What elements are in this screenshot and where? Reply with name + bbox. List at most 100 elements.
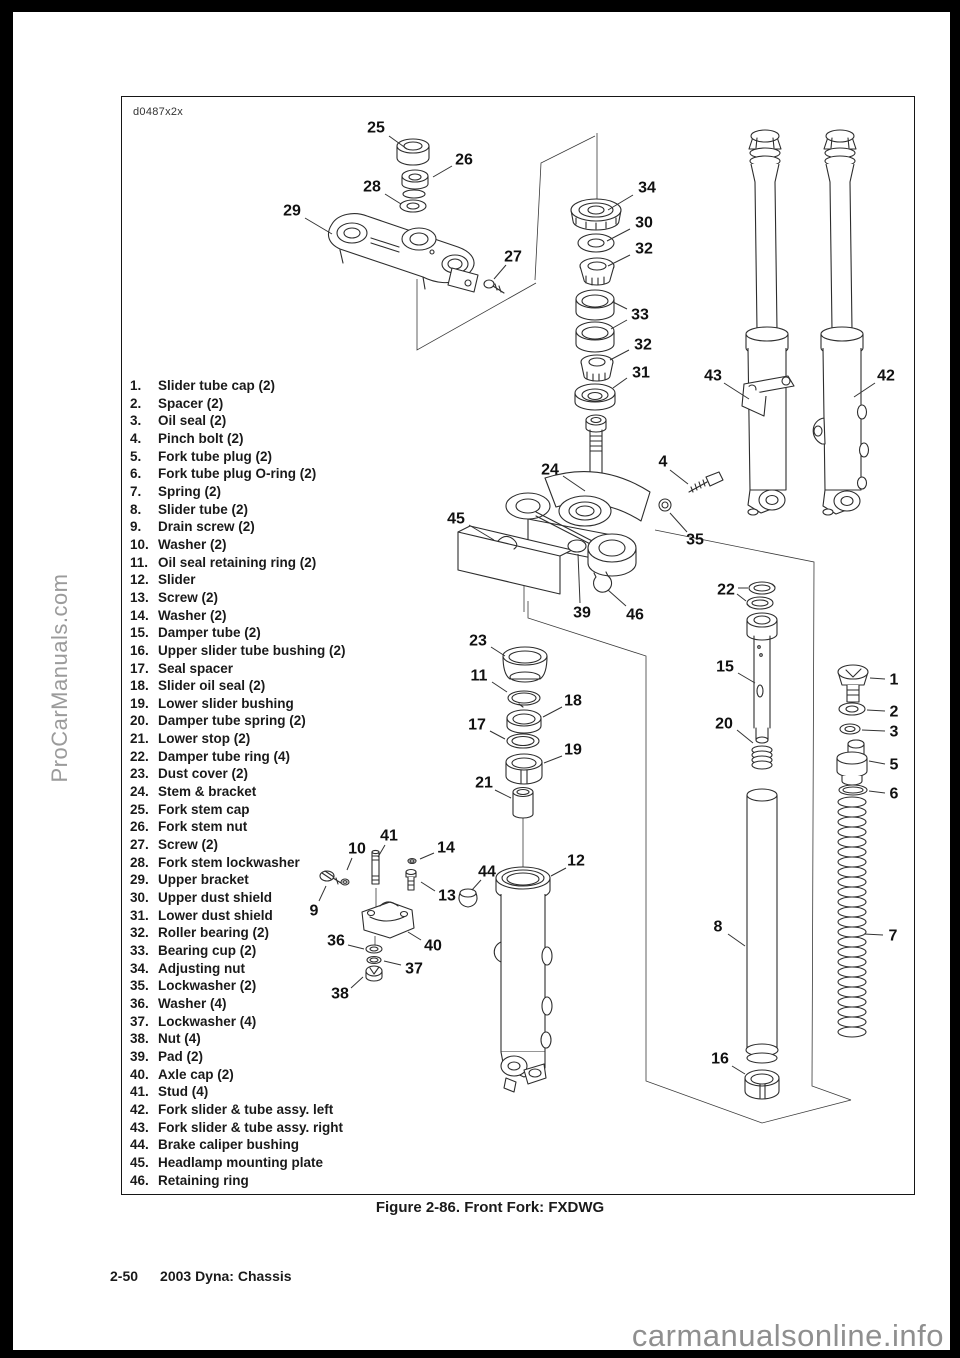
part-slider-tube (744, 788, 780, 1100)
parts-list-item: 13.Screw (2) (130, 589, 219, 605)
callout-number: 28 (363, 179, 381, 196)
callout-number: 17 (468, 717, 486, 734)
parts-list-item: 43.Fork slider & tube assy. right (130, 1119, 344, 1135)
callout-number: 38 (331, 986, 349, 1003)
parts-list-item: 40.Axle cap (2) (130, 1066, 234, 1082)
callout-leader (468, 524, 495, 541)
callout-leader (853, 382, 876, 398)
parts-list-item: 4.Pinch bolt (2) (130, 430, 244, 446)
part-damper-tube-group (746, 581, 778, 770)
callout-leader (669, 512, 688, 533)
callout-number: 21 (475, 775, 493, 792)
parts-list-item: 6.Fork tube plug O-ring (2) (130, 466, 317, 482)
callout-leader (542, 706, 563, 718)
callout-number: 20 (715, 716, 733, 733)
figure-caption: Figure 2-86. Front Fork: FXDWG (375, 1199, 605, 1216)
callout-leader (577, 553, 581, 604)
callout-leader (607, 589, 627, 607)
parts-list-item: 33.Bearing cup (2) (130, 943, 257, 958)
callout-leader (861, 729, 886, 732)
watermark-bottom: carmanualsonline.info (631, 1318, 944, 1353)
callout-leader (490, 646, 506, 657)
callout-leader (383, 960, 402, 966)
parts-list: 1.Slider tube cap (2)2.Spacer (2)3.Oil s… (130, 377, 346, 1189)
callout-leader (607, 194, 634, 211)
callout-leader (420, 881, 436, 892)
callout-leader (471, 879, 482, 891)
callout-number: 12 (567, 853, 585, 870)
callout-leader (669, 469, 689, 485)
parts-list-item: 7.Spring (2) (130, 483, 221, 499)
callout-leader (562, 475, 586, 492)
parts-list-item: 22.Damper tube ring (4) (130, 748, 291, 764)
callout-leader (610, 319, 628, 330)
callout-leader (612, 377, 628, 389)
callout-leader (866, 709, 886, 712)
callout-leader (868, 760, 886, 765)
callout-leader (736, 729, 754, 744)
callout-leader (737, 672, 756, 684)
parts-list-item: 28.Fork stem lockwasher (130, 854, 300, 870)
part-stem-bearing-stack (570, 198, 622, 411)
parts-list-item: 10.Washer (2) (130, 536, 227, 552)
parts-list-item: 25.Fork stem cap (130, 801, 250, 817)
parts-list-item: 30.Upper dust shield (130, 890, 273, 906)
part-axle-hardware (319, 849, 478, 982)
callout-leader (346, 857, 353, 871)
parts-list-item: 42.Fork slider & tube assy. left (130, 1101, 334, 1117)
callout-leader (377, 844, 386, 858)
callout-number: 16 (711, 1051, 729, 1068)
callout-leader (304, 217, 333, 235)
parts-list-item: 1.Slider tube cap (2) (130, 378, 276, 393)
part-spring (837, 796, 867, 1038)
callout-leader (609, 349, 630, 361)
callout-number: 19 (564, 742, 582, 759)
parts-list-item: 2.Spacer (2) (130, 395, 224, 411)
callout-number: 3 (890, 724, 899, 741)
parts-list-item: 27.Screw (2) (130, 837, 219, 853)
callout-leader (491, 681, 508, 693)
parts-list-item: 26.Fork stem nut (130, 819, 248, 835)
callout-number: 18 (564, 693, 582, 710)
callout-leader (543, 755, 563, 764)
callout-leader (612, 301, 628, 310)
scan-border-right (950, 0, 960, 1358)
callout-number: 33 (631, 307, 649, 324)
parts-list-item: 18.Slider oil seal (2) (130, 678, 266, 694)
callout-leader (723, 382, 750, 400)
callout-leader (736, 593, 747, 602)
parts-list-item: 35.Lockwasher (2) (130, 978, 257, 994)
callout-leader (606, 228, 631, 242)
callout-leader (318, 885, 327, 902)
callout-number: 40 (424, 938, 442, 955)
callout-number: 41 (380, 828, 398, 845)
parts-list-item: 21.Lower stop (2) (130, 731, 251, 747)
part-slider-seal-stack (502, 646, 548, 819)
part-fork-assy-left (812, 129, 870, 516)
callout-number: 30 (635, 215, 653, 232)
parts-list-item: 15.Damper tube (2) (130, 625, 261, 641)
parts-list-item: 5.Fork tube plug (2) (130, 448, 272, 464)
parts-list-item: 37.Lockwasher (4) (130, 1013, 257, 1029)
parts-list-item: 24.Stem & bracket (130, 784, 257, 800)
callout-number: 43 (704, 368, 722, 385)
parts-list-item: 20.Damper tube spring (2) (130, 713, 306, 729)
callout-number: 5 (890, 757, 899, 774)
callout-number: 6 (890, 786, 899, 803)
part-upper-bracket (327, 213, 505, 294)
parts-list-item: 39.Pad (2) (130, 1048, 204, 1064)
parts-list-item: 32.Roller bearing (2) (130, 925, 270, 941)
callout-number: 24 (541, 462, 559, 479)
callout-leader (432, 165, 453, 178)
callout-number: 2 (890, 704, 899, 721)
parts-list-item: 38.Nut (4) (130, 1031, 201, 1047)
parts-list-item: 45.Headlamp mounting plate (130, 1154, 324, 1170)
callout-number: 15 (716, 659, 734, 676)
callout-number: 22 (717, 582, 735, 599)
callout-leader (489, 730, 506, 740)
callout-leader (550, 867, 567, 877)
parts-list-item: 12.Slider (130, 572, 196, 588)
